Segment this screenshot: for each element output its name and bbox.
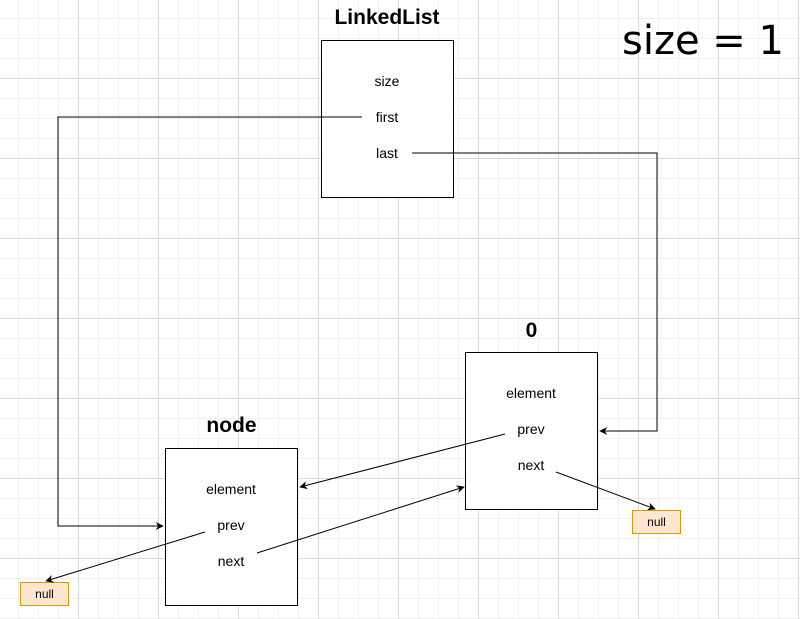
node-new-field-prev: prev [217, 517, 245, 533]
node-0-box [465, 352, 598, 510]
edge-node-prev-to-null [45, 531, 206, 583]
size-label: size = 1 [622, 18, 784, 64]
null-box-right: null [632, 510, 681, 534]
node-0-title: 0 [525, 319, 538, 342]
edge-node0-prev-to-node [299, 433, 506, 490]
node-new-title: node [206, 414, 257, 437]
edge-node-next-to-node0 [256, 485, 465, 554]
linkedlist-box [321, 40, 454, 198]
linkedlist-field-size: size [374, 73, 400, 89]
linkedlist-title: LinkedList [334, 6, 440, 29]
node-new-box [165, 448, 298, 606]
node-0-field-next: next [517, 457, 545, 473]
edge-last-to-node0 [412, 152, 658, 435]
node-new-field-element: element [206, 481, 256, 497]
node-0-field-element: element [506, 385, 556, 401]
linkedlist-field-first: first [375, 109, 399, 125]
node-new-field-next: next [217, 553, 245, 569]
edge-node0-next-to-null [555, 471, 656, 511]
linkedlist-field-last: last [376, 145, 398, 161]
null-box-left: null [20, 582, 69, 606]
node-0-field-prev: prev [517, 421, 545, 437]
edge-first-to-node [57, 116, 362, 530]
